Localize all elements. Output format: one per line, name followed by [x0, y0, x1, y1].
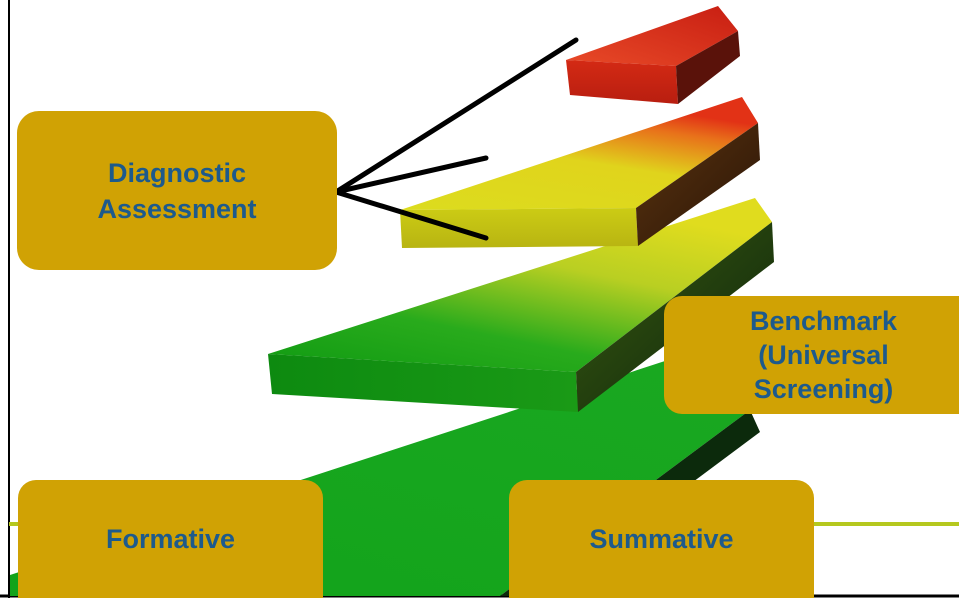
summative-label-text: Summative: [589, 524, 734, 554]
diagnostic-assessment-label: Diagnostic Assessment: [17, 111, 337, 270]
benchmark-label-line2: (Universal: [758, 340, 889, 370]
diagnostic-label-line2: Assessment: [97, 193, 257, 224]
green-step-top: [268, 198, 772, 372]
benchmark-label: Benchmark (Universal Screening): [664, 296, 959, 414]
pointer-line-to-top-step: [333, 37, 579, 195]
formative-label-text: Formative: [105, 524, 236, 554]
summative-label: Summative: [509, 480, 814, 598]
yellow-step-top: [400, 97, 758, 210]
pointer-line-to-middle-step: [333, 155, 489, 195]
diagnostic-label-line1: Diagnostic: [107, 157, 247, 188]
red-step-top: [566, 6, 738, 66]
formative-label: Formative: [18, 480, 323, 598]
benchmark-label-line3: Screening): [753, 374, 894, 404]
benchmark-label-line1: Benchmark: [750, 306, 898, 336]
yellow-step-side: [636, 123, 760, 246]
yellow-step-front: [400, 208, 638, 248]
red-step-front: [566, 60, 678, 104]
pointer-line-to-lower-step: [333, 189, 489, 241]
red-step-side: [676, 31, 740, 104]
green-step-front: [268, 354, 578, 412]
